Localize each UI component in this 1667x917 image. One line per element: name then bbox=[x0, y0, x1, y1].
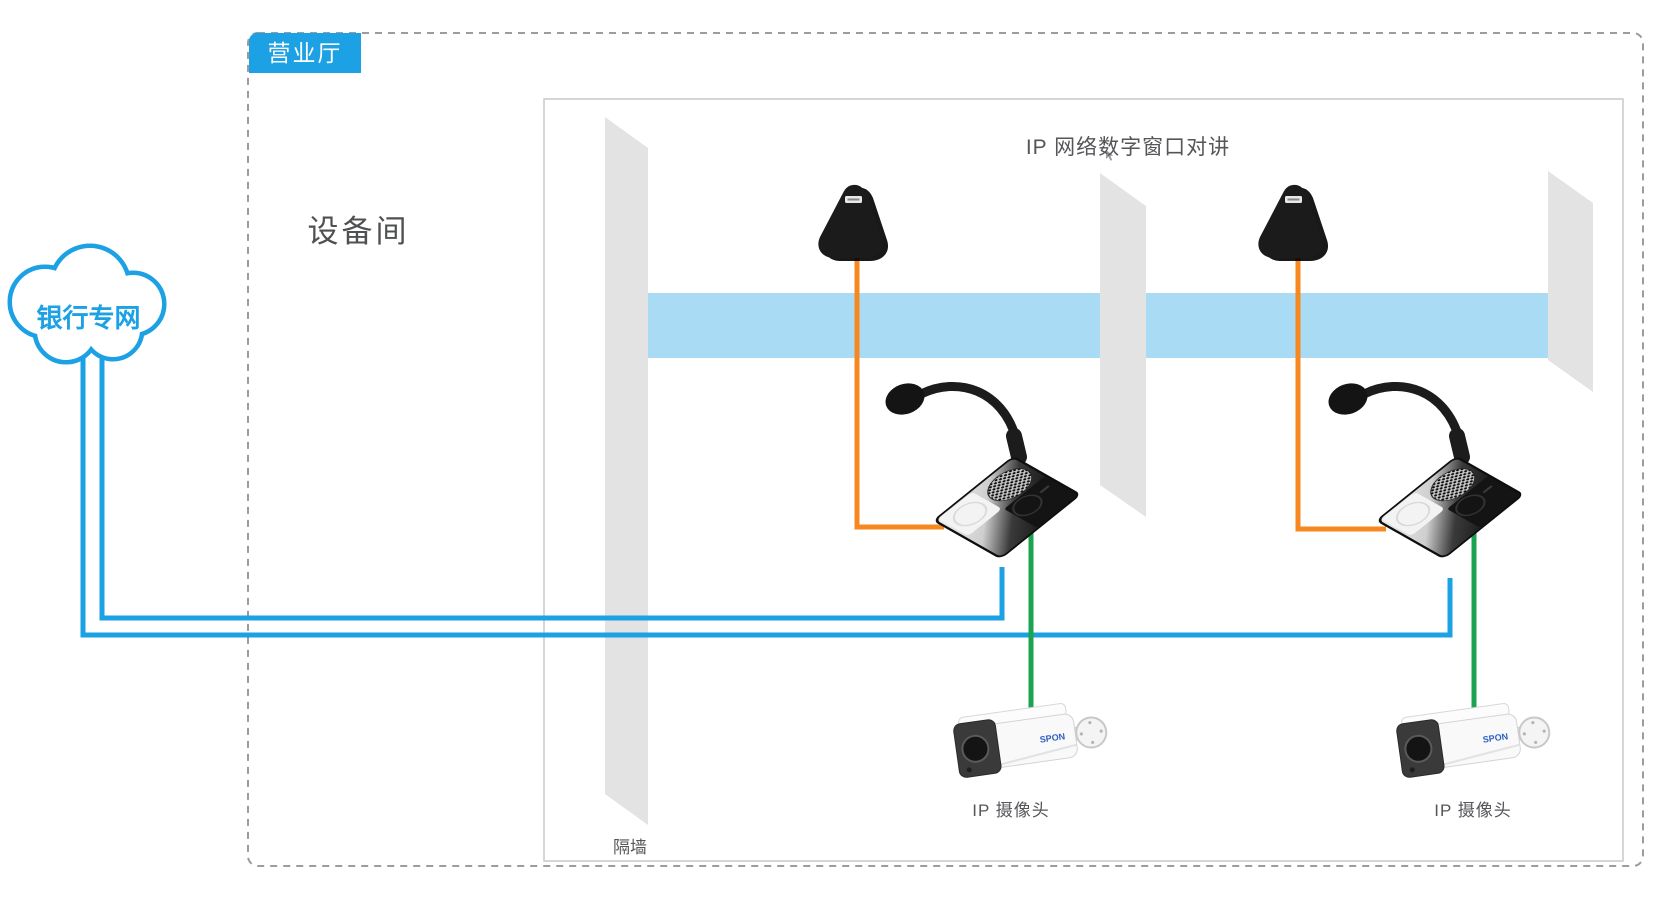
diagram-title: IP 网络数字窗口对讲 bbox=[1025, 136, 1231, 159]
network-line-blue-intercom-1 bbox=[99, 345, 1005, 621]
speaker-line-orange-1 bbox=[854, 245, 944, 530]
service-window-glass bbox=[648, 293, 1548, 358]
partition-wall-middle bbox=[1100, 173, 1146, 517]
ip-camera-label-1: IP 摄像头 bbox=[972, 801, 1050, 820]
partition-wall-left bbox=[605, 117, 648, 825]
equipment-room-label: 设备间 bbox=[307, 214, 410, 249]
ip-camera-label-2: IP 摄像头 bbox=[1434, 801, 1512, 820]
business-hall-boundary bbox=[247, 32, 1644, 867]
bank-network-cloud bbox=[7, 243, 167, 365]
mouse-cursor-icon bbox=[1106, 150, 1114, 161]
partition-wall-right bbox=[1548, 171, 1593, 392]
network-line-blue-intercom-2 bbox=[80, 345, 1453, 638]
business-hall-tag: 营业厅 bbox=[249, 33, 361, 73]
partition-wall-label: 隔墙 bbox=[613, 838, 647, 857]
speaker-line-orange-2 bbox=[1295, 245, 1386, 532]
bank-network-label: 银行专网 bbox=[36, 303, 141, 333]
